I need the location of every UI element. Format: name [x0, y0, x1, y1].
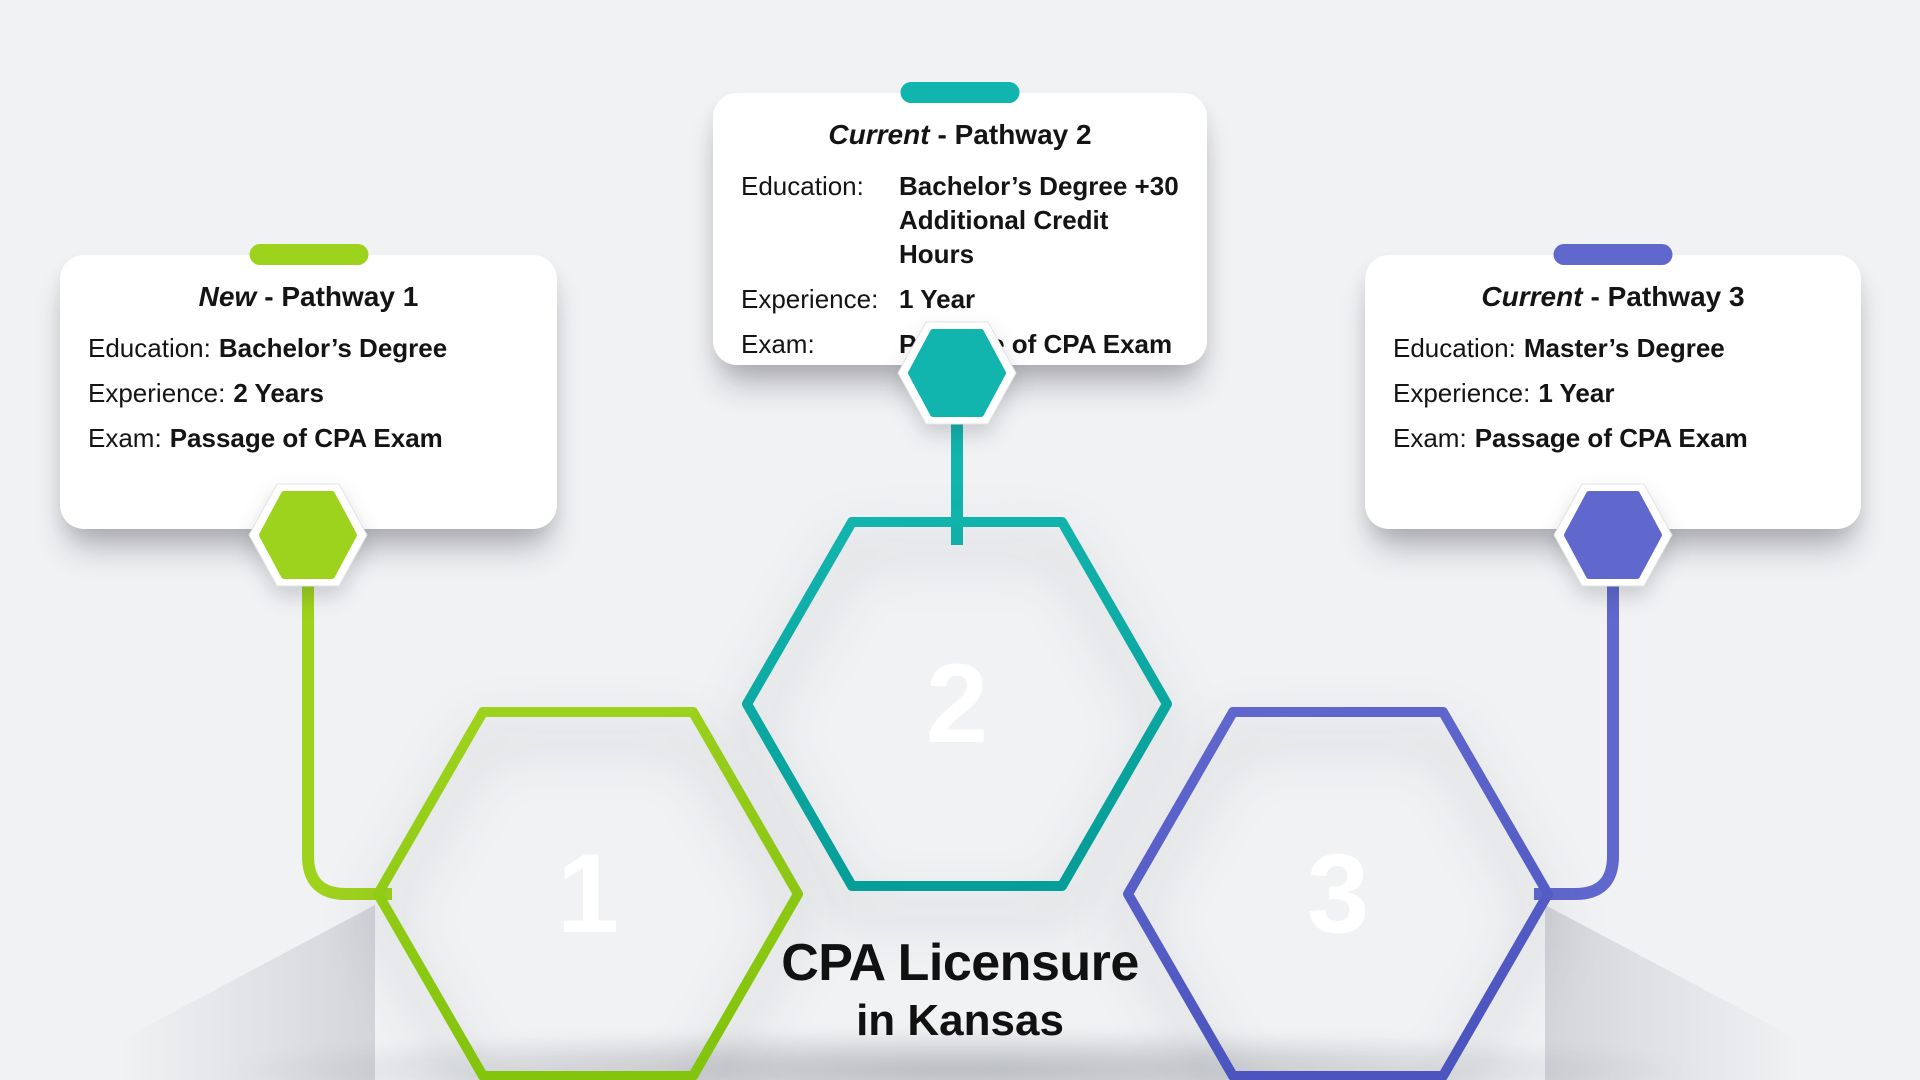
pathway-3-title-emphasis: Current	[1481, 281, 1583, 312]
pathway-2-card: Current- Pathway 2 Education:Bachelor’s …	[713, 82, 1207, 365]
education-row: Education:Bachelor’s Degree	[88, 333, 448, 363]
experience-row: Experience:2 Years	[88, 378, 324, 408]
pathway-3-title: Current- Pathway 3	[1393, 281, 1833, 313]
pathway-3-card: Current- Pathway 3 Education:Master’s De…	[1365, 244, 1861, 529]
page-title-line2: in Kansas	[856, 996, 1064, 1045]
pathway-1-title: New- Pathway 1	[88, 281, 529, 313]
pathway-3-pill	[1553, 244, 1673, 265]
pathway-2-pill	[900, 82, 1020, 103]
page-title-line1: CPA Licensure	[781, 934, 1139, 992]
education-row: Education:Master’s Degree	[1393, 333, 1725, 363]
pathway-3-title-rest: - Pathway 3	[1590, 281, 1745, 312]
pathway-2-step-hexagon: 2	[742, 517, 1172, 891]
education-row: Education:Bachelor’s Degree +30 Addition…	[741, 171, 1179, 269]
experience-row: Experience:1 Year	[1393, 378, 1615, 408]
pathway-3-node-hexagon-icon	[1551, 480, 1675, 590]
exam-row: Exam:Passage of CPA Exam	[1393, 423, 1748, 453]
exam-row: Exam:Passage of CPA Exam	[88, 423, 443, 453]
pathway-2-title: Current- Pathway 2	[741, 119, 1179, 151]
pathway-1-node-hexagon-icon	[246, 480, 370, 590]
pathway-2-title-emphasis: Current	[828, 119, 930, 150]
pathway-2-number: 2	[925, 641, 989, 766]
exam-row: Exam:Passage of CPA Exam	[741, 329, 1173, 359]
pathway-2-title-rest: - Pathway 2	[937, 119, 1092, 150]
experience-row: Experience:1 Year	[741, 284, 976, 314]
pathway-1-pill	[249, 244, 368, 265]
pathway-1-title-emphasis: New	[198, 281, 257, 312]
pathway-2-node-hexagon-icon	[895, 318, 1019, 428]
page-title: CPA Licensure in Kansas	[0, 933, 1920, 1049]
pathway-1-title-rest: - Pathway 1	[264, 281, 419, 312]
pathway-1-card: New- Pathway 1 Education:Bachelor’s Degr…	[60, 244, 557, 529]
